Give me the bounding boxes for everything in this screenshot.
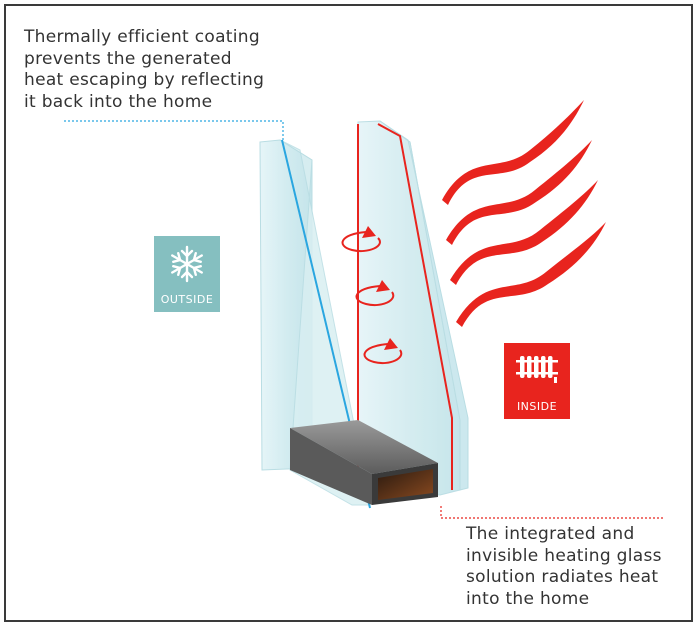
reflection-arrow-icon: [341, 226, 381, 252]
inside-badge: INSIDE: [504, 343, 570, 419]
heating-annotation: The integrated and invisible heating gla…: [466, 524, 662, 610]
heat-wave-icon: [450, 180, 598, 285]
heat-wave-icon: [442, 100, 584, 205]
heating-annotation-line: The integrated and: [466, 524, 635, 544]
outside-badge: OUTSIDE: [154, 236, 220, 312]
heating-edge-right: [377, 123, 453, 490]
coating-annotation-line: prevents the generated: [24, 48, 232, 69]
reflection-arrows: [341, 226, 403, 364]
heating-annotation-line: into the home: [466, 588, 590, 609]
heating-leader-line: [440, 506, 665, 519]
spacer-bar: [290, 420, 438, 505]
heat-waves: [442, 100, 606, 327]
coating-annotation-line: Thermally efficient coating: [24, 27, 260, 47]
heating-annotation-line: invisible heating glass: [466, 545, 662, 566]
reflection-arrow-icon: [355, 280, 395, 306]
heat-wave-icon: [446, 140, 592, 245]
snowflake-icon: [171, 245, 203, 283]
coating-annotation-line: it back into the home: [24, 91, 213, 112]
radiator-icon: [516, 356, 558, 383]
heating-annotation-line: solution radiates heat: [466, 567, 659, 587]
inside-label: INSIDE: [516, 400, 558, 413]
reflection-arrow-icon: [363, 338, 403, 364]
outside-label: OUTSIDE: [160, 293, 214, 306]
coating-annotation-line: heat escaping by reflecting: [24, 70, 265, 90]
coating-leader-line: [64, 120, 284, 140]
coating-annotation: Thermally efficient coating prevents the…: [24, 27, 264, 113]
